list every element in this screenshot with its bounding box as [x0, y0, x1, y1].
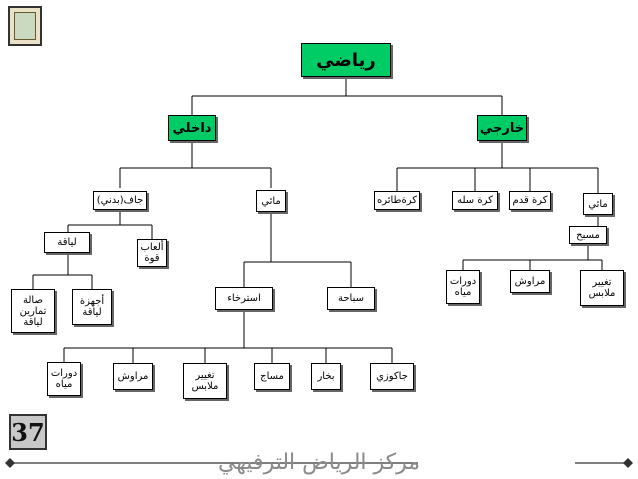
node-jacuzzi: جاكوزي	[370, 363, 414, 390]
node-athletics: ألعاب قوة	[137, 239, 167, 267]
footer-title: مركز الرياض الترفيهي	[217, 449, 421, 475]
node-football: كرة قدم	[509, 191, 551, 210]
node-basketball: كرة سله	[452, 191, 498, 210]
slide-number: 37	[9, 414, 47, 450]
node-volleyball: كرةطائره	[374, 191, 420, 210]
node-water-outdoor: مائي	[583, 193, 613, 215]
node-showers-indoor: مراوش	[113, 363, 153, 390]
node-steam: بخار	[311, 363, 341, 390]
node-showers-outdoor: مراوش	[510, 270, 550, 293]
node-massage: مساج	[254, 363, 290, 390]
node-fitness-devices: أجهزة لياقة	[72, 289, 112, 325]
node-changing-outdoor: تغيير ملابس	[580, 270, 624, 306]
node-dry-fitness: جاف(بدني)	[93, 191, 147, 210]
node-fitness: لياقة	[44, 232, 90, 253]
node-pool: مسبح	[569, 226, 607, 244]
node-changing-indoor: تغيير ملابس	[183, 363, 227, 399]
node-indoor: داخلي	[168, 115, 216, 141]
node-outdoor: خارجي	[477, 115, 527, 141]
node-root: رياضي	[301, 43, 391, 77]
node-toilets-indoor: دورات مياه	[47, 362, 81, 396]
logo-emblem	[8, 6, 42, 46]
node-relaxation: استرخاء	[215, 287, 273, 310]
node-swimming: سباحة	[327, 287, 375, 310]
node-water-indoor: مائي	[256, 190, 286, 212]
node-toilets-outdoor: دورات مياه	[446, 270, 480, 304]
node-fitness-hall: صالة تمارين لياقة	[11, 289, 55, 333]
